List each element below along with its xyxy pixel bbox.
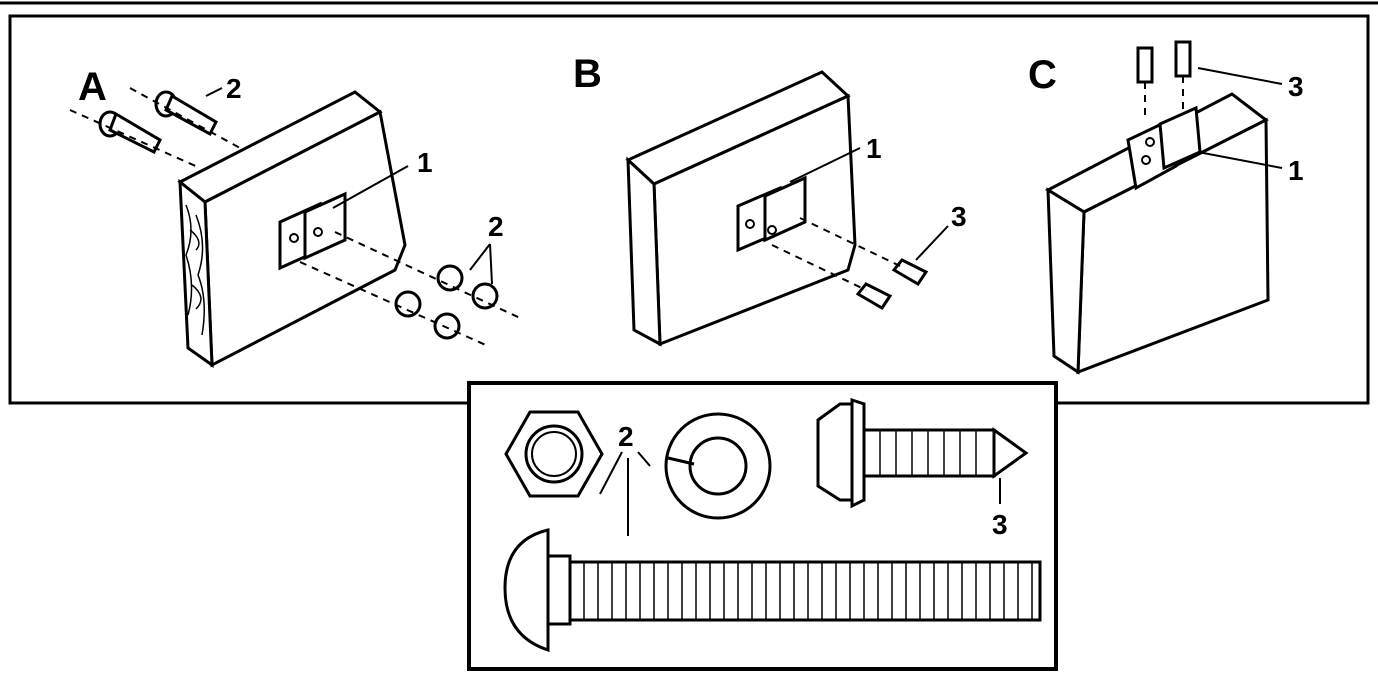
main-frame: [8, 14, 1370, 405]
panel-b-letter: B: [573, 52, 602, 96]
lock-washer: [664, 412, 772, 520]
mounting-bracket-c: [1126, 105, 1202, 191]
callout-a-nuts: 2: [488, 211, 504, 242]
bolt-threads: [583, 562, 1033, 620]
panel-b: B 1 3: [573, 52, 967, 347]
carriage-bolt: [503, 528, 1042, 653]
bolts-a: [69, 87, 241, 169]
screws-c: [1136, 40, 1192, 120]
mounting-bracket-a: [278, 191, 347, 271]
hex-nut: [504, 410, 604, 498]
callout-a-bolts: 2: [226, 73, 242, 104]
mounting-bracket-b: [736, 175, 807, 253]
callout-inset-3: 3: [992, 509, 1008, 540]
screws-b: [771, 217, 929, 311]
hardware-inset: 2 3: [467, 381, 1058, 671]
callout-a-bracket: 1: [417, 147, 433, 178]
panel-c: C 3 1: [1028, 40, 1304, 375]
lag-screw: [816, 397, 1029, 509]
panel-a-letter: A: [78, 65, 107, 109]
callout-b-bracket: 1: [866, 133, 882, 164]
callout-c-bracket: 1: [1288, 155, 1304, 186]
callout-inset-2: 2: [618, 421, 634, 452]
callout-b-screws: 3: [951, 201, 967, 232]
nuts-a: [299, 231, 521, 347]
panel-c-letter: C: [1028, 53, 1057, 97]
callout-c-screws: 3: [1288, 71, 1304, 102]
panel-a: A: [69, 65, 521, 368]
